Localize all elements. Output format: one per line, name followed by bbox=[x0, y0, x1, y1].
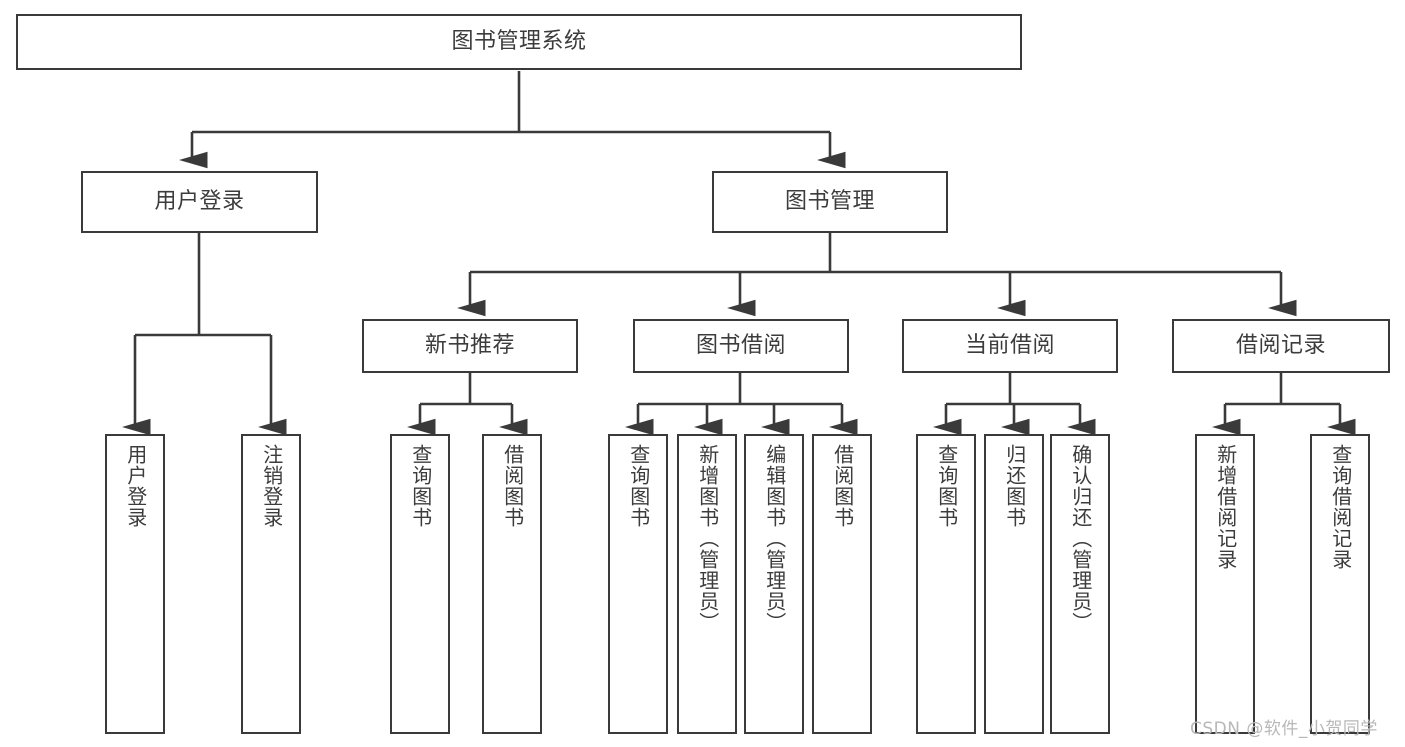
node-current-borrow-label: 当前借阅 bbox=[964, 333, 1055, 359]
node-leaf-add-book[interactable]: 新增图书（管理员） bbox=[677, 434, 737, 734]
node-leaf-return-book[interactable]: 归还图书 bbox=[984, 434, 1044, 734]
node-leaf-query-book-2-label: 查询图书 bbox=[626, 444, 651, 528]
node-borrow-record-label: 借阅记录 bbox=[1235, 333, 1326, 359]
node-leaf-logout[interactable]: 注销登录 bbox=[241, 434, 301, 734]
node-leaf-add-record[interactable]: 新增借阅记录 bbox=[1195, 434, 1255, 734]
node-leaf-edit-book[interactable]: 编辑图书（管理员） bbox=[744, 434, 804, 734]
node-book-manage-label: 图书管理 bbox=[784, 189, 875, 215]
node-borrow-record[interactable]: 借阅记录 bbox=[1172, 319, 1390, 373]
node-leaf-borrow-book-2[interactable]: 借阅图书 bbox=[812, 434, 872, 734]
node-current-borrow[interactable]: 当前借阅 bbox=[902, 319, 1118, 373]
node-new-book-recommend-label: 新书推荐 bbox=[424, 333, 515, 359]
node-leaf-query-record[interactable]: 查询借阅记录 bbox=[1310, 434, 1370, 734]
csdn-watermark: CSDN @软件_小贺同学 bbox=[1190, 719, 1378, 739]
node-leaf-add-book-label: 新增图书（管理员） bbox=[695, 444, 720, 633]
node-leaf-borrow-book-1[interactable]: 借阅图书 bbox=[482, 434, 542, 734]
node-user-login-label: 用户登录 bbox=[154, 189, 245, 215]
node-new-book-recommend[interactable]: 新书推荐 bbox=[362, 319, 578, 373]
node-root-system[interactable]: 图书管理系统 bbox=[16, 14, 1022, 70]
node-book-borrow-label: 图书借阅 bbox=[695, 333, 786, 359]
node-root-system-label: 图书管理系统 bbox=[451, 29, 587, 55]
node-leaf-query-record-label: 查询借阅记录 bbox=[1328, 444, 1353, 570]
node-leaf-query-book-1[interactable]: 查询图书 bbox=[390, 434, 450, 734]
node-leaf-query-book-3-label: 查询图书 bbox=[934, 444, 959, 528]
node-leaf-query-book-2[interactable]: 查询图书 bbox=[608, 434, 668, 734]
node-leaf-query-book-3[interactable]: 查询图书 bbox=[916, 434, 976, 734]
node-leaf-user-login-label: 用户登录 bbox=[123, 444, 148, 528]
node-leaf-logout-label: 注销登录 bbox=[259, 444, 284, 528]
node-leaf-confirm-return-label: 确认归还（管理员） bbox=[1068, 444, 1093, 633]
node-leaf-confirm-return[interactable]: 确认归还（管理员） bbox=[1050, 434, 1110, 734]
node-leaf-borrow-book-2-label: 借阅图书 bbox=[830, 444, 855, 528]
node-leaf-edit-book-label: 编辑图书（管理员） bbox=[762, 444, 787, 633]
node-leaf-borrow-book-1-label: 借阅图书 bbox=[500, 444, 525, 528]
node-leaf-query-book-1-label: 查询图书 bbox=[408, 444, 433, 528]
node-leaf-return-book-label: 归还图书 bbox=[1002, 444, 1027, 528]
node-user-login[interactable]: 用户登录 bbox=[81, 171, 318, 233]
node-leaf-user-login[interactable]: 用户登录 bbox=[105, 434, 165, 734]
node-book-manage[interactable]: 图书管理 bbox=[712, 171, 948, 233]
node-leaf-add-record-label: 新增借阅记录 bbox=[1213, 444, 1238, 570]
node-book-borrow[interactable]: 图书借阅 bbox=[633, 319, 849, 373]
